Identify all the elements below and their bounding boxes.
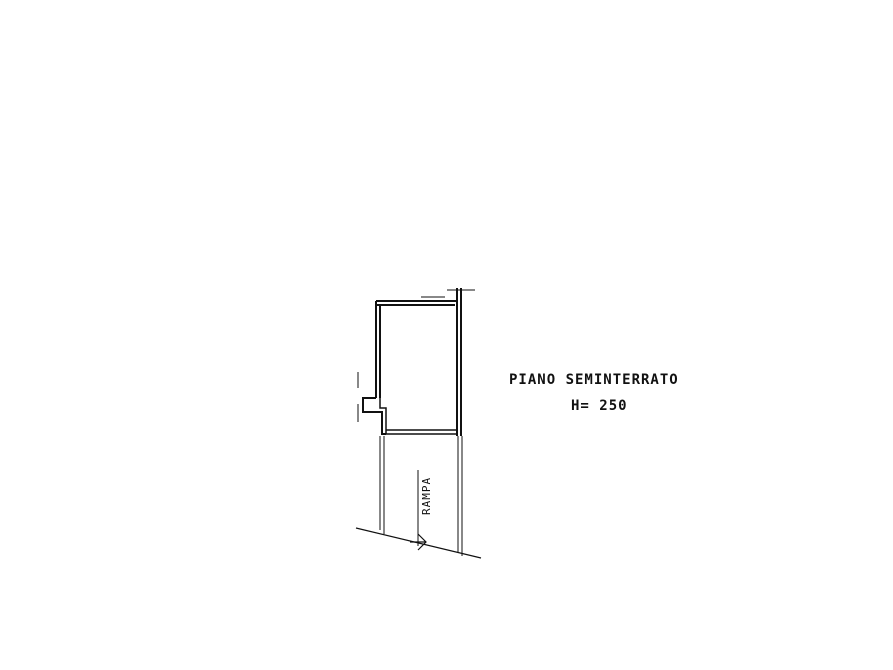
top-wall xyxy=(376,300,457,306)
ramp-left-line xyxy=(379,436,385,534)
left-wall xyxy=(375,301,381,398)
right-wall xyxy=(456,288,462,436)
jog-wall xyxy=(362,397,386,435)
top-wall-opening xyxy=(421,296,445,302)
ramp-lines xyxy=(355,436,482,559)
jog-wall-inner xyxy=(379,398,387,434)
floor-name-label: PIANO SEMINTERRATO xyxy=(509,372,679,388)
floor-height-label: H= 250 xyxy=(571,398,628,414)
bottom-threshold xyxy=(386,429,458,435)
ramp-arrow-icon xyxy=(410,533,427,551)
ramp-label: RAMPA xyxy=(420,477,433,515)
ramp-right-line xyxy=(457,436,463,556)
room-walls xyxy=(362,288,462,436)
wall-details xyxy=(357,289,475,422)
